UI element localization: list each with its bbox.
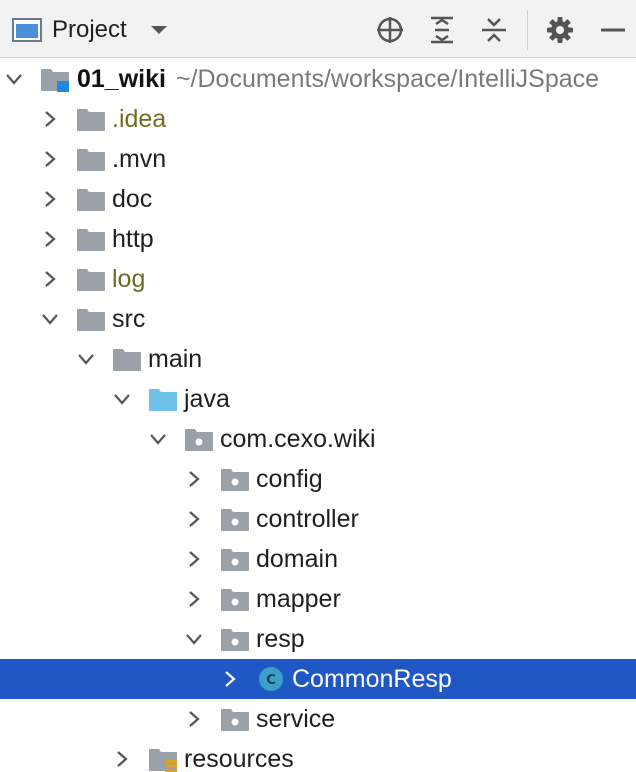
tree-item-label: resp bbox=[256, 625, 305, 653]
tree-row-doc[interactable]: doc bbox=[0, 179, 636, 219]
chevron-down-icon[interactable] bbox=[112, 389, 132, 409]
tree-row-resp[interactable]: resp bbox=[0, 619, 636, 659]
expand-all-button[interactable] bbox=[424, 12, 460, 48]
minimize-icon bbox=[601, 28, 625, 32]
package-icon bbox=[221, 589, 249, 611]
chevron-right-icon[interactable] bbox=[184, 589, 204, 609]
tree-row-main[interactable]: main bbox=[0, 339, 636, 379]
chevron-right-icon[interactable] bbox=[184, 549, 204, 569]
tree-item-label: domain bbox=[256, 545, 338, 573]
tree-item-label: com.cexo.wiki bbox=[220, 425, 376, 453]
folder-icon bbox=[77, 269, 105, 291]
tree-row-mapper[interactable]: mapper bbox=[0, 579, 636, 619]
tree-item-label: java bbox=[184, 385, 230, 413]
package-icon bbox=[221, 629, 249, 651]
hide-panel-button[interactable] bbox=[594, 12, 630, 48]
chevron-right-icon[interactable] bbox=[40, 229, 60, 249]
folder-icon bbox=[77, 229, 105, 251]
folder-icon bbox=[77, 309, 105, 331]
tree-row-idea[interactable]: .idea bbox=[0, 99, 636, 139]
locate-button[interactable] bbox=[372, 12, 408, 48]
package-icon bbox=[221, 509, 249, 531]
folder-icon bbox=[77, 189, 105, 211]
tree-item-label: main bbox=[148, 345, 203, 373]
settings-button[interactable] bbox=[542, 12, 578, 48]
tree-item-label: http bbox=[112, 225, 154, 253]
tree-item-label: doc bbox=[112, 185, 153, 213]
chevron-down-icon[interactable] bbox=[4, 69, 24, 89]
toolbar-divider bbox=[527, 10, 528, 50]
chevron-right-icon[interactable] bbox=[184, 509, 204, 529]
project-tree: 01_wiki ~/Documents/workspace/IntelliJSpa… bbox=[0, 58, 636, 772]
tree-row-root[interactable]: 01_wiki ~/Documents/workspace/IntelliJSpa… bbox=[0, 59, 636, 99]
tree-item-label: .mvn bbox=[112, 145, 167, 173]
tree-item-label: .idea bbox=[112, 105, 167, 133]
package-icon bbox=[185, 429, 213, 451]
module-path: ~/Documents/workspace/IntelliJSpace bbox=[175, 65, 600, 93]
project-toolbar: Project bbox=[0, 0, 636, 58]
package-icon bbox=[221, 469, 249, 491]
tree-item-label: CommonResp bbox=[292, 665, 452, 693]
chevron-right-icon[interactable] bbox=[184, 469, 204, 489]
tree-item-label: mapper bbox=[256, 585, 341, 613]
tree-item-label: resources bbox=[184, 745, 294, 772]
tree-item-label: src bbox=[112, 305, 146, 333]
tree-row-log[interactable]: log bbox=[0, 259, 636, 299]
window-icon bbox=[12, 18, 42, 42]
chevron-down-icon[interactable] bbox=[76, 349, 96, 369]
chevron-right-icon[interactable] bbox=[220, 669, 240, 689]
chevron-down-icon[interactable] bbox=[40, 309, 60, 329]
project-view-selector[interactable]: Project bbox=[12, 12, 169, 48]
chevron-right-icon[interactable] bbox=[40, 149, 60, 169]
chevron-right-icon[interactable] bbox=[40, 189, 60, 209]
chevron-down-icon[interactable] bbox=[148, 429, 168, 449]
chevron-right-icon[interactable] bbox=[184, 709, 204, 729]
tree-item-label: controller bbox=[256, 505, 359, 533]
root-module-name: 01_wiki ~/Documents/workspace/IntelliJSpa… bbox=[77, 65, 599, 93]
tree-row-http[interactable]: http bbox=[0, 219, 636, 259]
package-icon bbox=[221, 709, 249, 731]
chevron-down-icon[interactable] bbox=[149, 24, 169, 36]
tree-row-service[interactable]: service bbox=[0, 699, 636, 739]
locate-icon bbox=[377, 17, 403, 43]
source-folder-icon bbox=[149, 389, 177, 411]
tree-item-label: config bbox=[256, 465, 323, 493]
tree-item-label: service bbox=[256, 705, 336, 733]
folder-icon bbox=[113, 349, 141, 371]
expand-all-icon bbox=[431, 16, 453, 44]
tree-row-src[interactable]: src bbox=[0, 299, 636, 339]
chevron-right-icon[interactable] bbox=[112, 749, 132, 769]
collapse-all-icon bbox=[482, 18, 506, 42]
project-pane-label: Project bbox=[52, 16, 127, 43]
module-folder-icon bbox=[41, 69, 69, 92]
collapse-all-button[interactable] bbox=[476, 12, 512, 48]
tree-row-domain[interactable]: domain bbox=[0, 539, 636, 579]
folder-icon bbox=[77, 109, 105, 131]
tree-row-package-root[interactable]: com.cexo.wiki bbox=[0, 419, 636, 459]
module-name-text: 01_wiki bbox=[77, 65, 166, 93]
tree-row-mvn[interactable]: .mvn bbox=[0, 139, 636, 179]
tree-item-label: log bbox=[112, 265, 146, 293]
tree-row-common-resp[interactable]: C CommonResp bbox=[0, 659, 636, 699]
tree-row-controller[interactable]: controller bbox=[0, 499, 636, 539]
tree-row-java[interactable]: java bbox=[0, 379, 636, 419]
gear-icon bbox=[547, 17, 573, 43]
java-class-icon: C bbox=[259, 667, 283, 691]
package-icon bbox=[221, 549, 249, 571]
chevron-right-icon[interactable] bbox=[40, 269, 60, 289]
folder-icon bbox=[77, 149, 105, 171]
chevron-right-icon[interactable] bbox=[40, 109, 60, 129]
chevron-down-icon[interactable] bbox=[184, 629, 204, 649]
tree-row-config[interactable]: config bbox=[0, 459, 636, 499]
tree-row-resources[interactable]: resources bbox=[0, 739, 636, 772]
resources-folder-icon bbox=[149, 749, 177, 772]
class-icon-letter: C bbox=[266, 673, 276, 688]
